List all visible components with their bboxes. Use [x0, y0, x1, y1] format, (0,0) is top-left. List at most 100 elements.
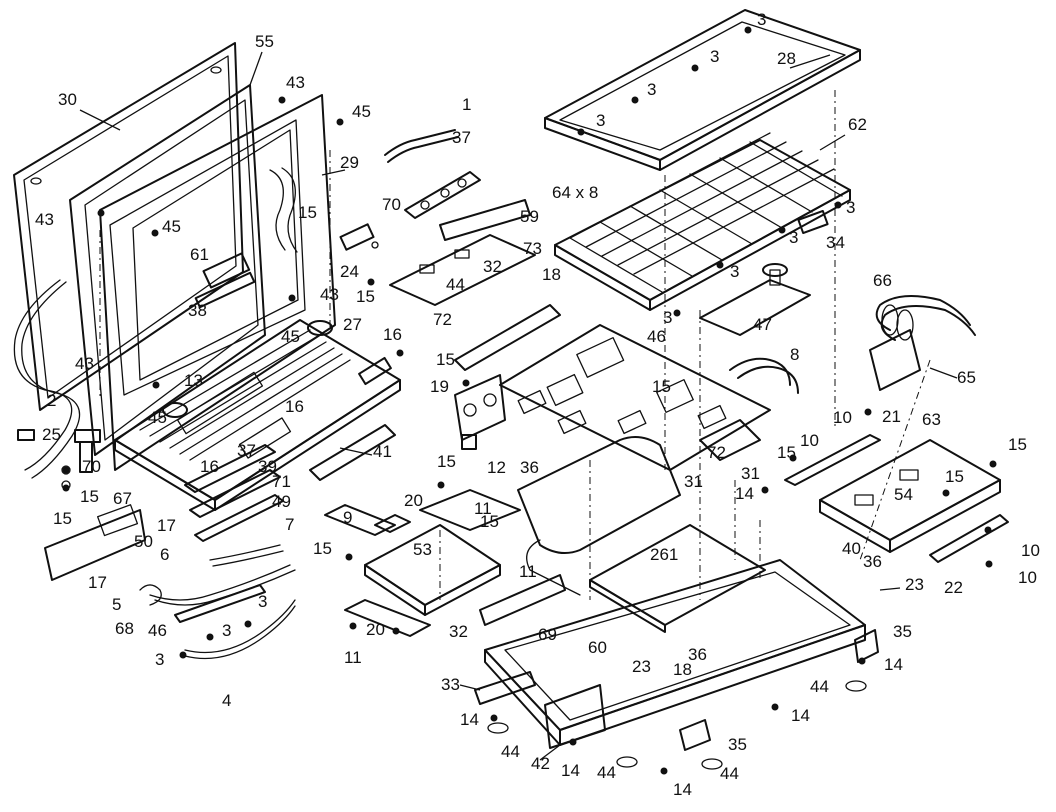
- callout-34: 34: [826, 233, 845, 252]
- callout-43: 43: [286, 73, 305, 92]
- callout-33: 33: [441, 675, 460, 694]
- callout-15: 15: [777, 443, 796, 462]
- callout-8: 8: [790, 345, 799, 364]
- cable-1: [384, 129, 459, 163]
- callout-45: 45: [281, 327, 300, 346]
- callout-14: 14: [735, 484, 754, 503]
- callout-32: 32: [483, 257, 502, 276]
- callout-45: 45: [162, 217, 181, 236]
- hard-drive-261: [589, 524, 766, 633]
- leader-lines: [79, 51, 958, 761]
- callout-7: 7: [285, 515, 294, 534]
- callout-15: 15: [436, 350, 455, 369]
- callout-54: 54: [894, 485, 913, 504]
- callout-15: 15: [298, 203, 317, 222]
- audio-jack-37: [404, 171, 481, 219]
- keyboard-frame-28: [544, 9, 861, 171]
- callout-31: 31: [684, 472, 703, 491]
- keyboard-connector-34: [797, 209, 829, 235]
- callout-261: 261: [650, 545, 678, 564]
- callout-10: 10: [833, 408, 852, 427]
- callout-20: 20: [366, 620, 385, 639]
- callout-11: 11: [344, 648, 362, 667]
- drive-bracket-20: [344, 489, 521, 637]
- callout-35: 35: [893, 622, 912, 641]
- callout-67: 67: [113, 489, 132, 508]
- callout-69: 69: [538, 625, 557, 644]
- callout-15: 15: [356, 287, 375, 306]
- callout-72: 72: [433, 310, 452, 329]
- callout-3: 3: [846, 198, 855, 217]
- callout-44: 44: [810, 677, 829, 696]
- callout-11: 11: [474, 499, 492, 518]
- callout-36: 36: [520, 458, 539, 477]
- callout-20: 20: [404, 491, 423, 510]
- callout-13: 13: [184, 371, 203, 390]
- callout-73: 73: [523, 239, 542, 258]
- callout-14: 14: [791, 706, 810, 725]
- callout-6: 6: [160, 545, 169, 564]
- callout-37: 37: [452, 128, 471, 147]
- callout-61: 61: [190, 245, 209, 264]
- callout-72: 72: [707, 443, 726, 462]
- callout-16: 16: [383, 325, 402, 344]
- display-bezel-55: [69, 84, 266, 456]
- callout-16: 16: [285, 397, 304, 416]
- callout-29: 29: [340, 153, 359, 172]
- callout-3: 3: [258, 592, 267, 611]
- cable-9: [324, 504, 411, 536]
- cable-4-board: [139, 584, 296, 660]
- callout-3: 3: [647, 80, 656, 99]
- switch-24-70: [339, 223, 379, 251]
- callout-14: 14: [884, 655, 903, 674]
- callout-18: 18: [542, 265, 561, 284]
- callout-3: 3: [663, 308, 672, 327]
- callout-15: 15: [80, 487, 99, 506]
- callout-60: 60: [588, 638, 607, 657]
- base-enclosure: [479, 559, 866, 746]
- callout-39: 39: [258, 457, 277, 476]
- display-cable-2: [13, 279, 81, 479]
- floppy-drive-53: [364, 524, 501, 616]
- callout-15: 15: [313, 539, 332, 558]
- cardbay-54: [819, 439, 1001, 553]
- callout-38: 38: [188, 301, 207, 320]
- callout-43: 43: [35, 210, 54, 229]
- callout-3: 3: [730, 262, 739, 281]
- callout-44: 44: [720, 764, 739, 783]
- callout-16: 16: [200, 457, 219, 476]
- callout-15: 15: [53, 509, 72, 528]
- callout-70: 70: [82, 457, 101, 476]
- callout-12: 12: [487, 458, 506, 477]
- alignment-lines: [99, 90, 931, 600]
- callout-50: 50: [134, 532, 153, 551]
- cable-66-65: [869, 295, 976, 391]
- callout-5: 5: [112, 595, 121, 614]
- led-board-39-71: [184, 444, 284, 542]
- callouts: 30 55 43 45 1 37 29 43 45 15 70 59 61 24…: [35, 10, 1040, 799]
- callout-1: 1: [462, 95, 471, 114]
- callout-64-x-8: 64 x 8: [552, 183, 598, 202]
- callout-47: 47: [753, 315, 772, 334]
- callout-59: 59: [520, 207, 539, 226]
- insulator-59: [439, 199, 531, 241]
- callout-18: 18: [673, 660, 692, 679]
- callout-14: 14: [561, 761, 580, 780]
- callout-25: 25: [42, 425, 61, 444]
- speaker-47: [699, 263, 811, 336]
- callout-17: 17: [157, 516, 176, 535]
- callout-49: 49: [272, 492, 291, 511]
- keyboard-62: [554, 132, 851, 311]
- bracket-22: [929, 514, 1009, 563]
- callout-23: 23: [632, 657, 651, 676]
- callout-46: 46: [647, 327, 666, 346]
- callout-27: 27: [343, 315, 362, 334]
- callout-17: 17: [88, 573, 107, 592]
- callout-10: 10: [800, 431, 819, 450]
- callout-15: 15: [945, 467, 964, 486]
- callout-32: 32: [449, 622, 468, 641]
- callout-45: 45: [148, 408, 167, 427]
- bracket-19-12: [454, 374, 506, 450]
- callout-24: 24: [340, 262, 359, 281]
- callout-55: 55: [255, 32, 274, 51]
